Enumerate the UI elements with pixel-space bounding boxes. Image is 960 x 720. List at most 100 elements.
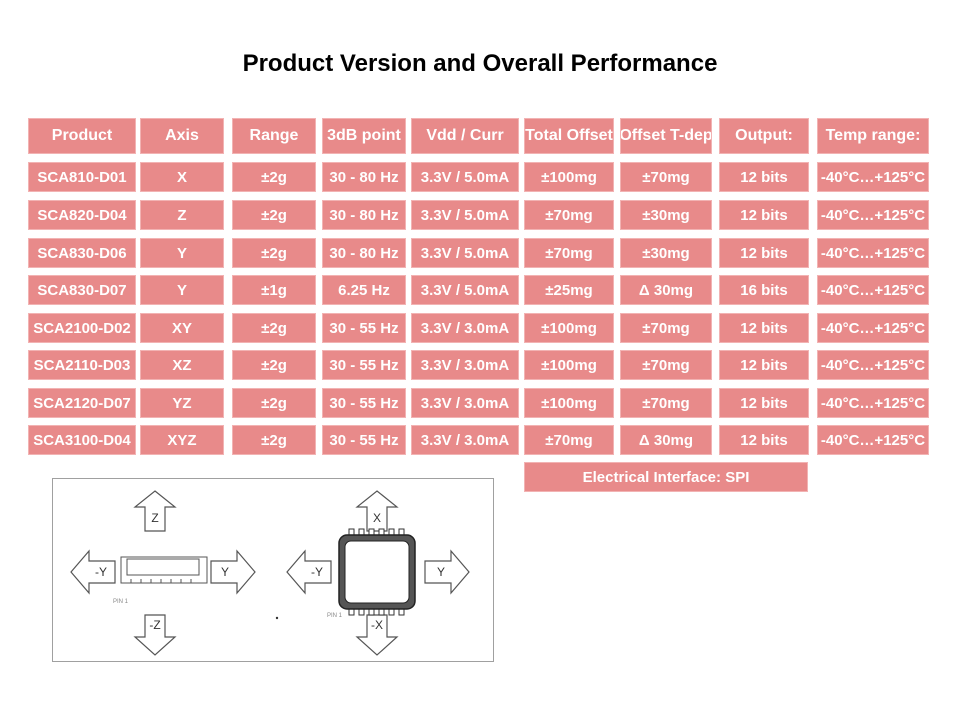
cell-3db-point: 30 - 55 Hz [322, 350, 406, 380]
cell-range: ±2g [232, 425, 316, 455]
header-range: Range [232, 118, 316, 154]
label-minus-z: -Z [149, 618, 160, 632]
cell-product: SCA2110-D03 [28, 350, 136, 380]
cell-total-offset: ±70mg [524, 200, 614, 230]
arrow-up-z [133, 490, 177, 532]
arrow-left-minus-y-right [286, 549, 332, 595]
cell-total-offset: ±70mg [524, 425, 614, 455]
label-minus-x: -X [371, 618, 383, 632]
arrow-right-y [210, 549, 256, 595]
cell-output: 12 bits [719, 200, 809, 230]
cell-3db-point: 30 - 55 Hz [322, 388, 406, 418]
cell-axis: Y [140, 238, 224, 268]
dot-marker [275, 616, 279, 620]
label-minus-y-right: -Y [311, 565, 323, 579]
cell-range: ±1g [232, 275, 316, 305]
cell-axis: XZ [140, 350, 224, 380]
pin1-label-right: PIN 1 [327, 613, 343, 619]
cell-product: SCA2120-D07 [28, 388, 136, 418]
header-3db-point: 3dB point [322, 118, 406, 154]
cell-3db-point: 30 - 80 Hz [322, 238, 406, 268]
cell-axis: Y [140, 275, 224, 305]
cell-output: 12 bits [719, 425, 809, 455]
cell-temp-range: -40°C…+125°C [817, 162, 929, 192]
cell-temp-range: -40°C…+125°C [817, 275, 929, 305]
cell-offset-tdep: ±30mg [620, 200, 712, 230]
cell-axis: XY [140, 313, 224, 343]
cell-axis: Z [140, 200, 224, 230]
cell-offset-tdep: ±70mg [620, 388, 712, 418]
cell-vdd-curr: 3.3V / 5.0mA [411, 200, 519, 230]
cell-range: ±2g [232, 350, 316, 380]
cell-total-offset: ±100mg [524, 313, 614, 343]
cell-temp-range: -40°C…+125°C [817, 313, 929, 343]
cell-3db-point: 6.25 Hz [322, 275, 406, 305]
cell-total-offset: ±70mg [524, 238, 614, 268]
cell-vdd-curr: 3.3V / 5.0mA [411, 238, 519, 268]
cell-output: 16 bits [719, 275, 809, 305]
label-x: X [373, 511, 381, 525]
label-minus-y-left: -Y [95, 565, 107, 579]
cell-vdd-curr: 3.3V / 5.0mA [411, 162, 519, 192]
cell-vdd-curr: 3.3V / 3.0mA [411, 313, 519, 343]
cell-offset-tdep: ±30mg [620, 238, 712, 268]
cell-range: ±2g [232, 200, 316, 230]
cell-temp-range: -40°C…+125°C [817, 388, 929, 418]
cell-3db-point: 30 - 80 Hz [322, 200, 406, 230]
cell-range: ±2g [232, 162, 316, 192]
cell-temp-range: -40°C…+125°C [817, 350, 929, 380]
cell-3db-point: 30 - 55 Hz [322, 313, 406, 343]
axis-diagram-svg: Z -Z -Y Y PIN 1 X [70, 490, 470, 656]
header-product: Product [28, 118, 136, 154]
package-side-view [120, 556, 208, 584]
cell-3db-point: 30 - 55 Hz [322, 425, 406, 455]
cell-total-offset: ±100mg [524, 388, 614, 418]
cell-product: SCA3100-D04 [28, 425, 136, 455]
cell-temp-range: -40°C…+125°C [817, 425, 929, 455]
page-title: Product Version and Overall Performance [242, 50, 718, 77]
cell-output: 12 bits [719, 313, 809, 343]
cell-range: ±2g [232, 313, 316, 343]
cell-vdd-curr: 3.3V / 3.0mA [411, 425, 519, 455]
cell-product: SCA2100-D02 [28, 313, 136, 343]
cell-vdd-curr: 3.3V / 5.0mA [411, 275, 519, 305]
cell-output: 12 bits [719, 238, 809, 268]
cell-axis: X [140, 162, 224, 192]
cell-total-offset: ±25mg [524, 275, 614, 305]
cell-temp-range: -40°C…+125°C [817, 200, 929, 230]
cell-offset-tdep: ±70mg [620, 313, 712, 343]
cell-output: 12 bits [719, 388, 809, 418]
arrow-left-minus-y [70, 549, 116, 595]
cell-output: 12 bits [719, 162, 809, 192]
cell-range: ±2g [232, 388, 316, 418]
header-temp-range: Temp range: [817, 118, 929, 154]
cell-range: ±2g [232, 238, 316, 268]
cell-vdd-curr: 3.3V / 3.0mA [411, 388, 519, 418]
header-axis: Axis [140, 118, 224, 154]
cell-3db-point: 30 - 80 Hz [322, 162, 406, 192]
header-offset-tdep: Offset T-dep [620, 118, 712, 154]
header-total-offset: Total Offset [524, 118, 614, 154]
axis-orientation-diagram: Z -Z -Y Y PIN 1 X [52, 478, 494, 662]
arrow-right-y-right [424, 549, 470, 595]
interface-footer-cell: Electrical Interface: SPI [524, 462, 808, 492]
package-top-view [338, 528, 416, 616]
arrow-down-minus-x [355, 614, 399, 656]
cell-axis: XYZ [140, 425, 224, 455]
cell-offset-tdep: Δ 30mg [620, 425, 712, 455]
cell-offset-tdep: Δ 30mg [620, 275, 712, 305]
cell-output: 12 bits [719, 350, 809, 380]
header-output: Output: [719, 118, 809, 154]
cell-product: SCA810-D01 [28, 162, 136, 192]
cell-axis: YZ [140, 388, 224, 418]
cell-product: SCA830-D06 [28, 238, 136, 268]
label-y-left: Y [221, 565, 229, 579]
header-vdd-curr: Vdd / Curr [411, 118, 519, 154]
cell-total-offset: ±100mg [524, 350, 614, 380]
pin1-label-left: PIN 1 [113, 599, 129, 605]
cell-temp-range: -40°C…+125°C [817, 238, 929, 268]
cell-product: SCA820-D04 [28, 200, 136, 230]
arrow-down-minus-z [133, 614, 177, 656]
cell-product: SCA830-D07 [28, 275, 136, 305]
arrow-up-x [355, 490, 399, 532]
